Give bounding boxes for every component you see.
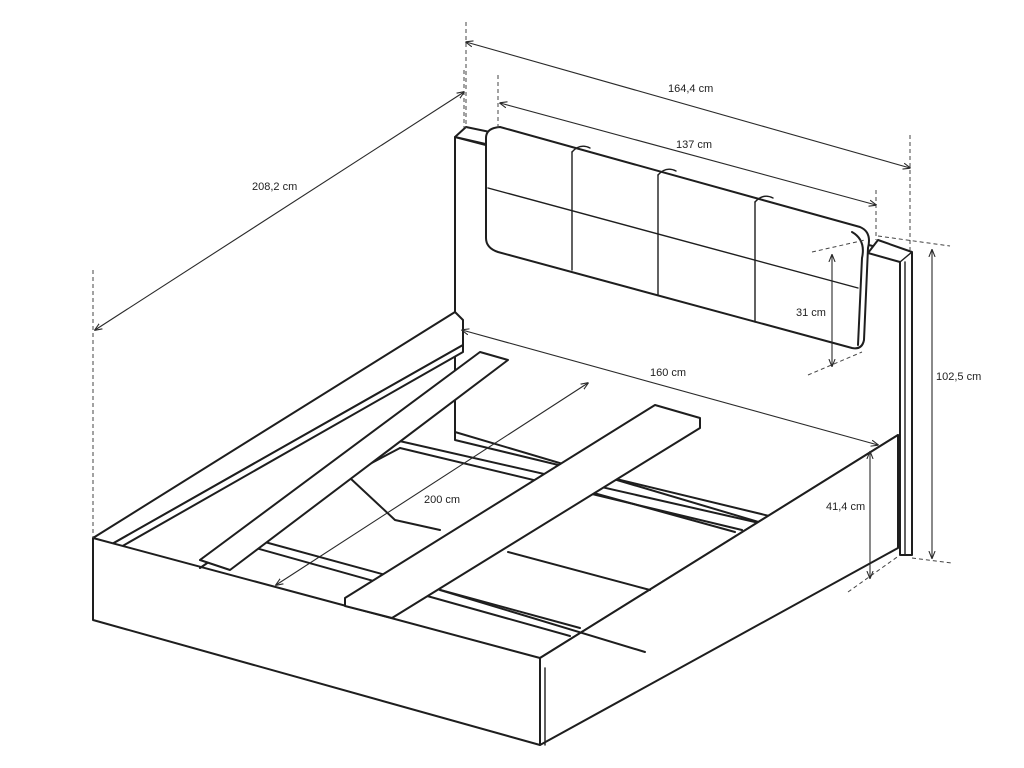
label-panel-height: 31 cm <box>796 307 826 319</box>
front-rail-side <box>539 434 899 746</box>
label-mattress-width: 160 cm <box>650 367 686 379</box>
dimension-lines <box>92 22 953 593</box>
label-total-height: 102,5 cm <box>936 371 981 383</box>
label-frame-height: 41,4 cm <box>826 501 865 513</box>
label-mattress-length: 200 cm <box>424 494 460 506</box>
label-panel-width: 137 cm <box>676 139 712 151</box>
dim-line-panel-width <box>500 103 876 205</box>
label-total-width: 164,4 cm <box>668 83 713 95</box>
label-total-length: 208,2 cm <box>252 181 297 193</box>
dim-line-mattress-length <box>276 383 588 585</box>
cross-slat-4 <box>439 589 646 653</box>
dim-line-mattress-width <box>462 330 878 445</box>
dim-line-total-length <box>95 92 464 330</box>
dimension-labels: 164,4 cm 137 cm 208,2 cm 31 cm 102,5 cm … <box>252 83 981 513</box>
